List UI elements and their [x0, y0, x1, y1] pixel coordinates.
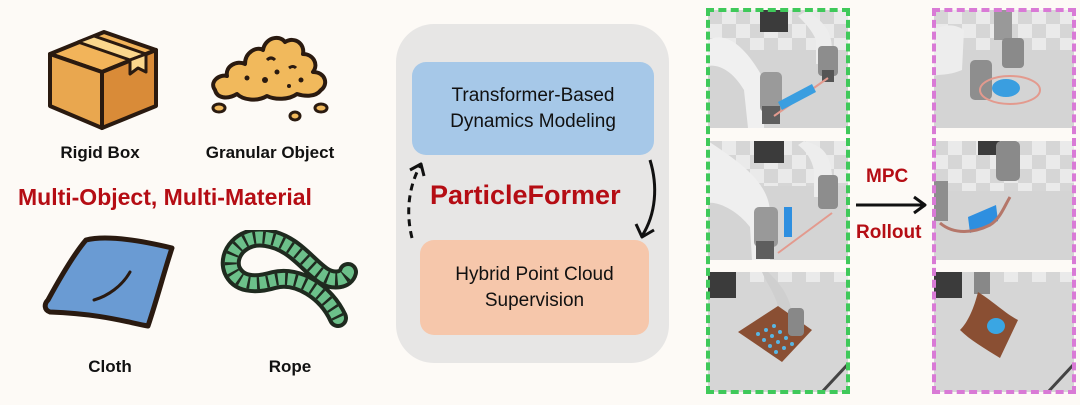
granular-object-label: Granular Object: [205, 143, 335, 162]
mpc-label: MPC: [866, 166, 909, 187]
feedback-arrow-icon: [402, 158, 432, 242]
dynamics-block-line1: Transformer-Based: [451, 84, 615, 106]
cloth-label: Cloth: [88, 357, 132, 376]
rigid-box-label: Rigid Box: [60, 143, 140, 162]
point-cloud-supervision-block: Hybrid Point Cloud Supervision: [420, 240, 649, 335]
multi-object-headline: Multi-Object, Multi-Material: [18, 184, 312, 210]
scene-rope-granular-result: [934, 10, 1074, 128]
scene-rope-box-result: [934, 141, 1074, 260]
dynamics-block-line2: Dynamics Modeling: [450, 110, 616, 132]
scene-cloth-granular-result: [934, 272, 1074, 392]
forward-arrow-icon: [632, 158, 662, 242]
scene-rope-box-initial: [708, 141, 848, 260]
result-state-frame: [932, 8, 1076, 394]
cloth-icon: [40, 228, 185, 333]
supervision-block-line1: Hybrid Point Cloud: [455, 263, 614, 285]
initial-state-frame: [706, 8, 850, 394]
supervision-block-line2: Supervision: [484, 289, 585, 311]
dynamics-modeling-block: Transformer-Based Dynamics Modeling: [412, 62, 654, 155]
scene-cloth-granular-initial: [708, 272, 848, 392]
rope-label: Rope: [268, 357, 312, 376]
rigid-box-icon: [42, 14, 162, 132]
mpc-arrow-icon: [854, 195, 930, 215]
granular-object-icon: [205, 22, 335, 122]
rollout-label: Rollout: [856, 222, 922, 243]
particleformer-title: ParticleFormer: [430, 180, 621, 210]
rope-icon: [218, 227, 363, 330]
scene-rope-granular-initial: [708, 10, 848, 128]
